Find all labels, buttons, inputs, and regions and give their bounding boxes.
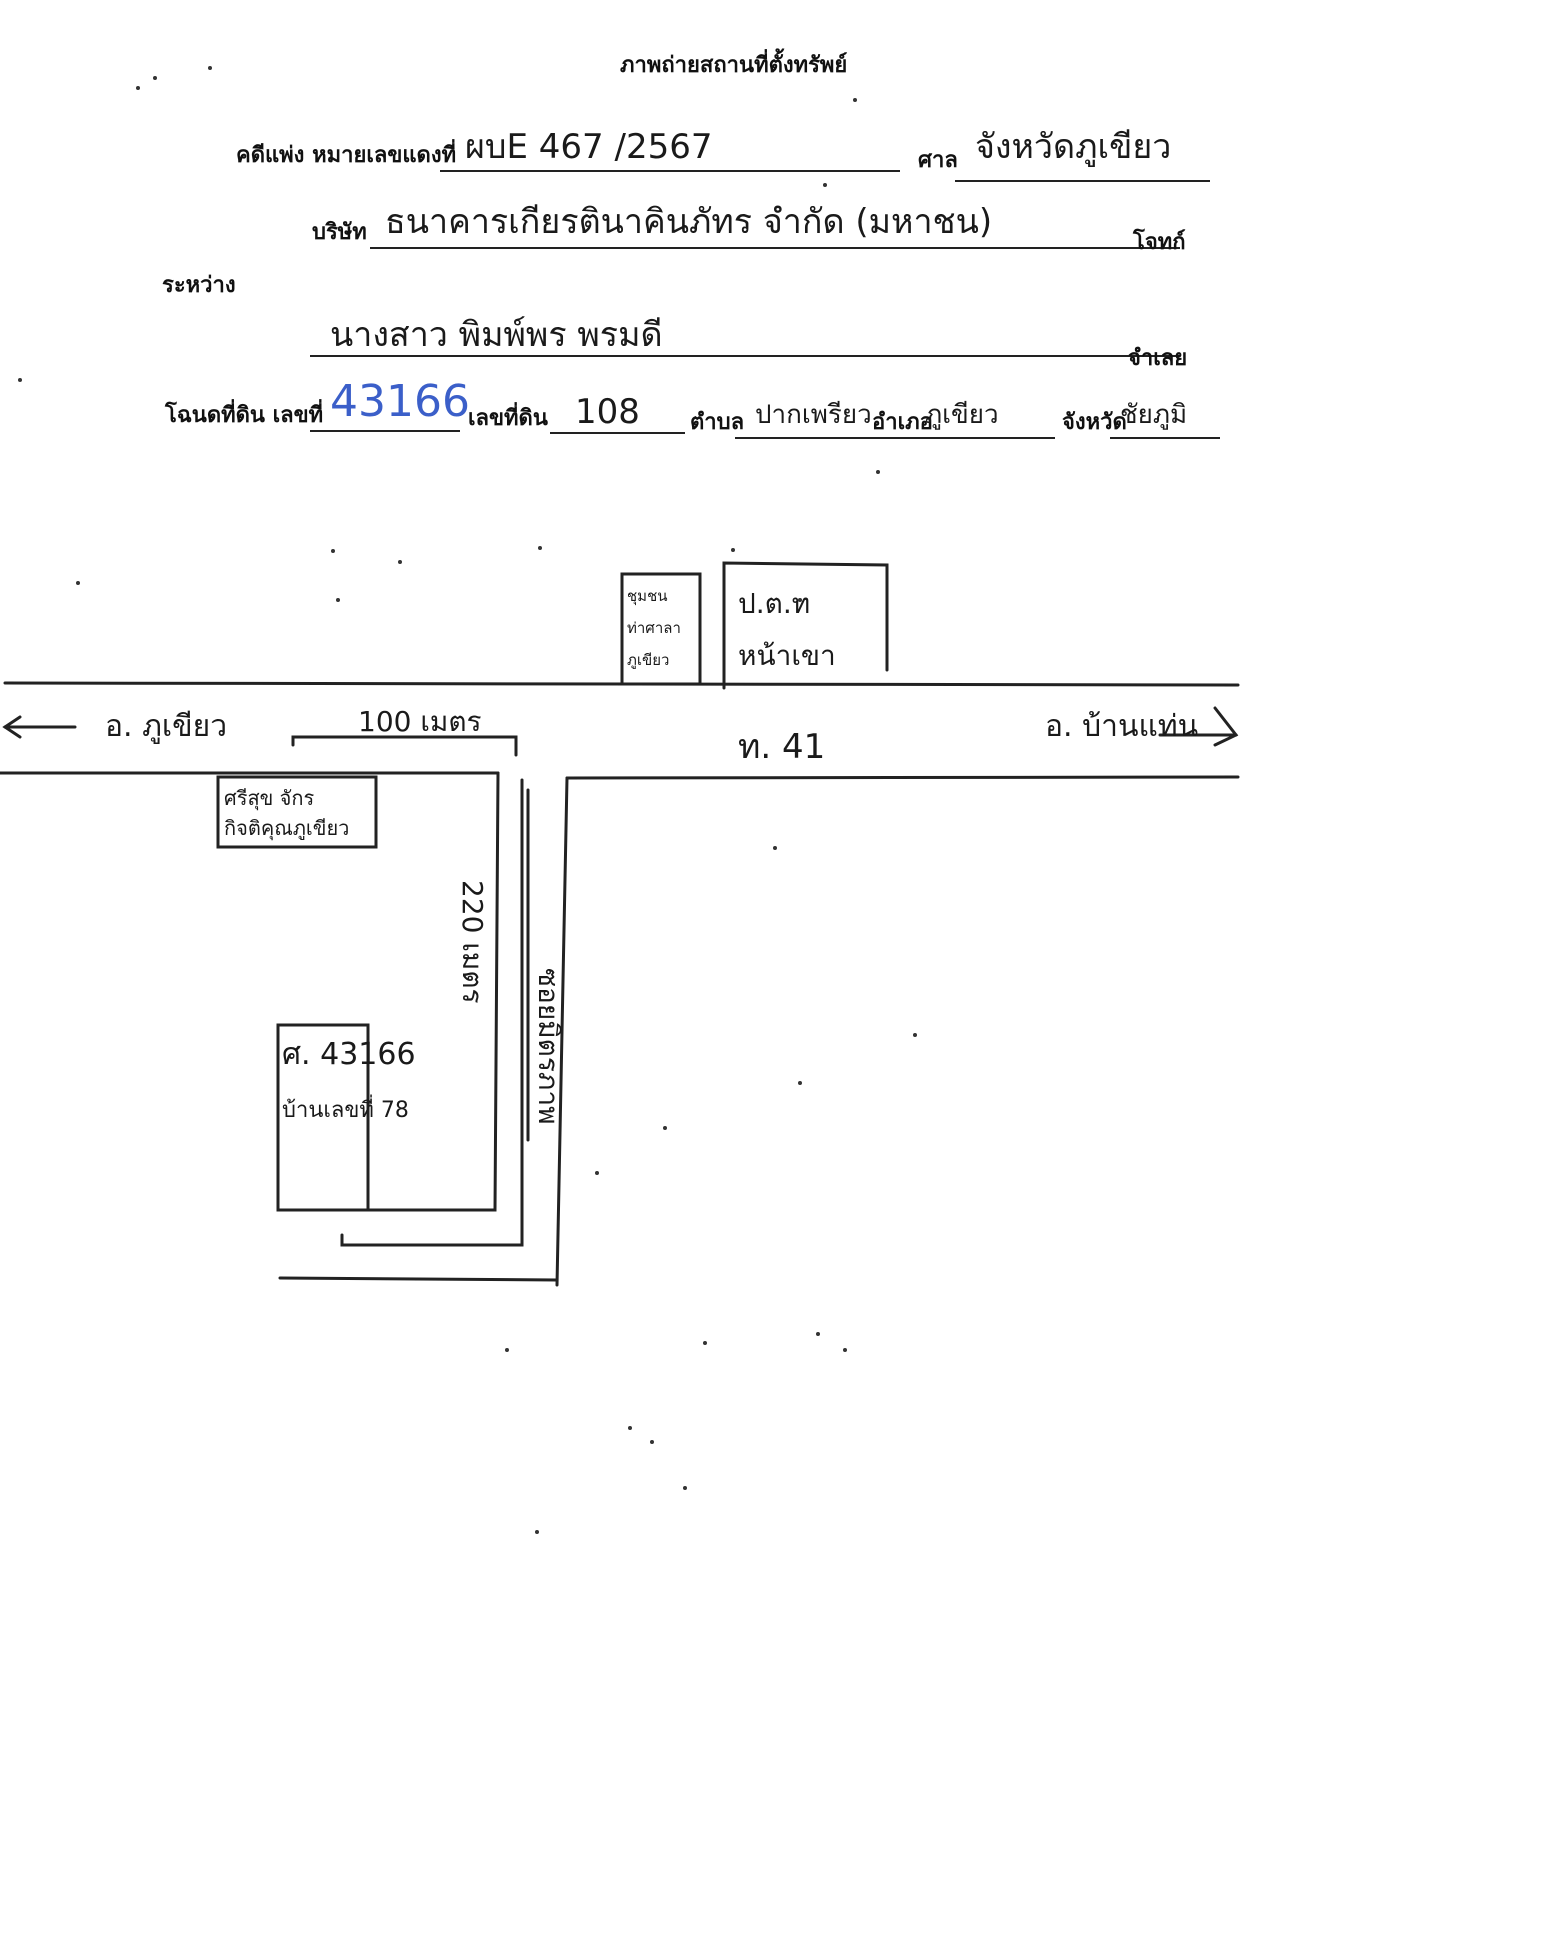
plaintiff-underline: [370, 247, 1180, 249]
distance-side-label: 220 เมตร: [456, 880, 489, 1004]
province-label: จังหวัด: [1062, 410, 1127, 435]
subdistrict-label: ตำบล: [690, 410, 745, 435]
page-title: ภาพถ่ายสถานที่ตั้งทรัพย์: [620, 53, 848, 78]
ptt-station-label: ป.ต.ท หน้าเขา: [738, 578, 836, 682]
ptt-station-line-2: หน้าเขา: [738, 639, 836, 672]
defendant-underline: [310, 355, 1180, 357]
province-underline: [1110, 437, 1220, 439]
shop-line-2: กิจติคุณภูเขียว: [224, 816, 350, 840]
community-building-line-2: ท่าศาลา: [627, 619, 681, 637]
plaintiff-name: ธนาคารเกียรตินาคินภัทร จำกัด (มหาชน): [385, 202, 993, 242]
left-direction-label: อ. ภูเขียว: [105, 709, 228, 744]
land-no-underline: [550, 432, 685, 434]
land-no-label: เลขที่ดิน: [468, 406, 548, 431]
court-label: ศาล: [918, 148, 958, 173]
shop-box: [216, 775, 378, 849]
court-name: จังหวัดภูเขียว: [975, 127, 1172, 167]
court-name-underline: [955, 180, 1210, 182]
parcel-box: [276, 1023, 370, 1212]
plaintiff-prefix: บริษัท: [312, 220, 367, 245]
community-building: [620, 572, 702, 686]
soi-east-edge: [555, 776, 569, 1287]
parcel-house-label: บ้านเลขที่ 78: [282, 1098, 409, 1123]
distance-bracket-side: [340, 778, 524, 1247]
between-label: ระหว่าง: [162, 273, 236, 298]
lower-road: [278, 1276, 559, 1282]
case-number: ผบE 467 /2567: [465, 127, 713, 167]
community-building-label: ชุมชน ท่าศาลา ภูเขียว: [627, 580, 681, 676]
district: ภูเขียว: [925, 400, 999, 430]
case-number-underline: [440, 170, 900, 172]
deed-number-underline: [310, 430, 460, 432]
province: ชัยภูมิ: [1120, 400, 1188, 430]
parcel-deed-label: ศ. 43166: [282, 1037, 416, 1072]
case-label: คดีแพ่ง หมายเลขแดงที่: [236, 143, 457, 168]
plaintiff-role: โจทก์: [1133, 230, 1186, 255]
right-arrow-head: [1213, 706, 1239, 747]
community-building-line-1: ชุมชน: [627, 587, 668, 605]
soi-label: ซอยมิตรภาพ: [532, 968, 565, 1125]
ptt-station-line-1: ป.ต.ท: [738, 587, 811, 620]
defendant-role: จำเลย: [1128, 346, 1188, 371]
district-label: อำเภอ: [872, 410, 933, 435]
shop-line-1: ศรีสุข จักร: [224, 786, 315, 810]
deed-label: โฉนดที่ดิน เลขที่: [165, 403, 324, 428]
shop-label: ศรีสุข จักร กิจติคุณภูเขียว: [224, 783, 349, 843]
right-direction-label: อ. บ้านแท่น: [1045, 709, 1199, 744]
community-building-line-3: ภูเขียว: [627, 651, 670, 669]
subdistrict: ปากเพรียว: [755, 400, 872, 430]
land-no: 108: [575, 392, 640, 432]
ptt-station: [722, 561, 889, 690]
highway-label: ท. 41: [738, 727, 826, 767]
highway-bottom-edge-right: [565, 775, 1240, 780]
subdistrict-district-underline: [735, 437, 1055, 439]
deed-number: 43166: [330, 376, 470, 427]
defendant-name: นางสาว พิมพ์พร พรมดี: [330, 315, 663, 355]
distance-bracket-top: [291, 735, 518, 757]
distance-top-label: 100 เมตร: [358, 705, 482, 738]
left-arrow-head: [2, 715, 22, 739]
